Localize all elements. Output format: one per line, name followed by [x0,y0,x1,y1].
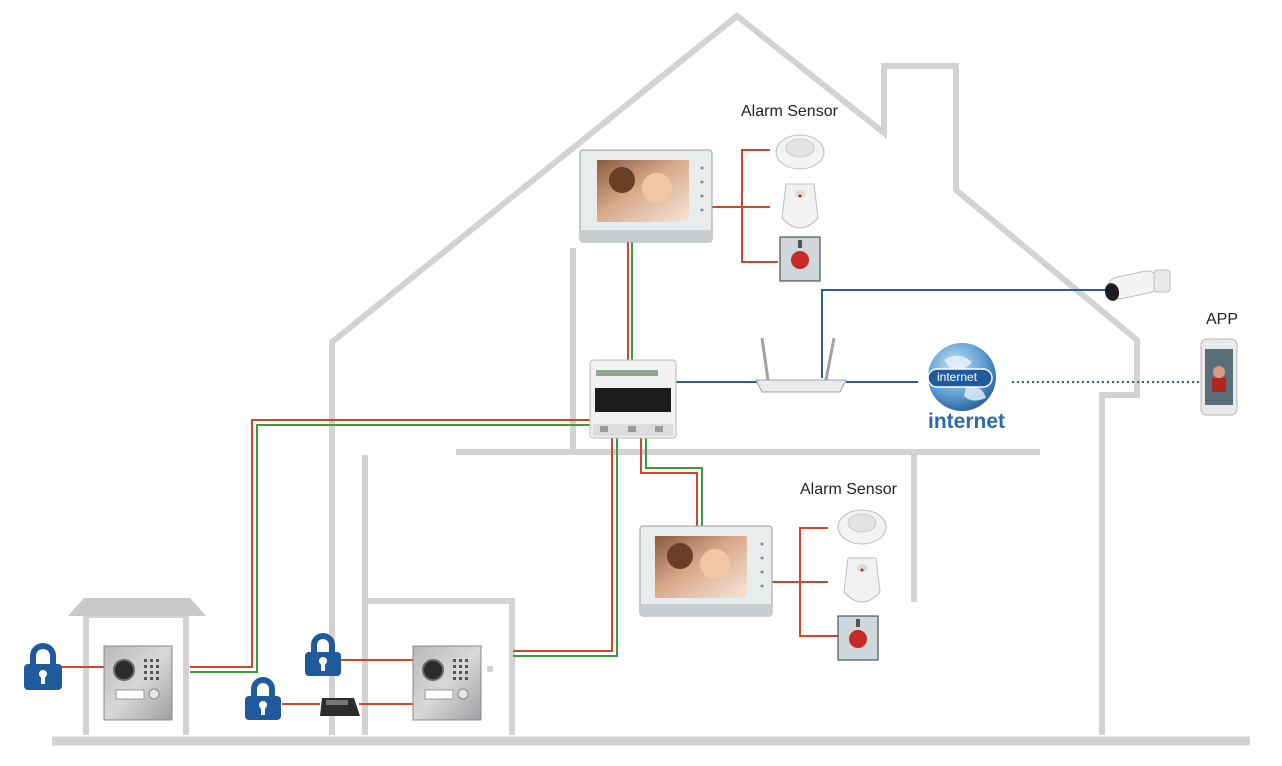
lock-controller-icon [320,698,360,716]
router-icon [755,337,847,393]
alarm-sensor-smoke-icon [837,509,887,545]
house-outline [52,12,1250,746]
roof-line [329,12,1140,735]
lock-icon [24,643,62,690]
switch-hub-icon [589,359,677,439]
internet-globe-icon [927,343,996,411]
gate-roof [68,598,206,616]
panic-button-icon [779,236,821,282]
indoor-monitor-lower [639,525,773,617]
indoor-monitor-upper [579,149,713,243]
outdoor-station-icon [103,645,173,721]
ip-camera-icon [1104,269,1171,301]
alarm-sensor-smoke-icon [775,134,825,170]
app-label: APP [1206,311,1239,328]
lock-icon [305,633,341,676]
alarm-sensor-pir-icon [781,183,819,229]
alarm-sensor-pir-icon [843,557,881,603]
internet-bubble-label: internet [937,370,978,384]
alarm-wiring [61,149,838,705]
porch-wall [365,598,515,735]
internet-caption: internet [928,410,1006,433]
alarm-sensor-label-upper: Alarm Sensor [741,103,838,120]
panic-button-icon [837,615,879,661]
lock-icon [245,677,281,720]
alarm-sensor-label-lower: Alarm Sensor [800,481,897,498]
outdoor-station-icon [412,645,482,721]
network-wiring [676,289,1200,383]
porch-light [487,666,493,672]
smartphone-icon [1200,338,1238,416]
bus-wiring [190,242,703,673]
